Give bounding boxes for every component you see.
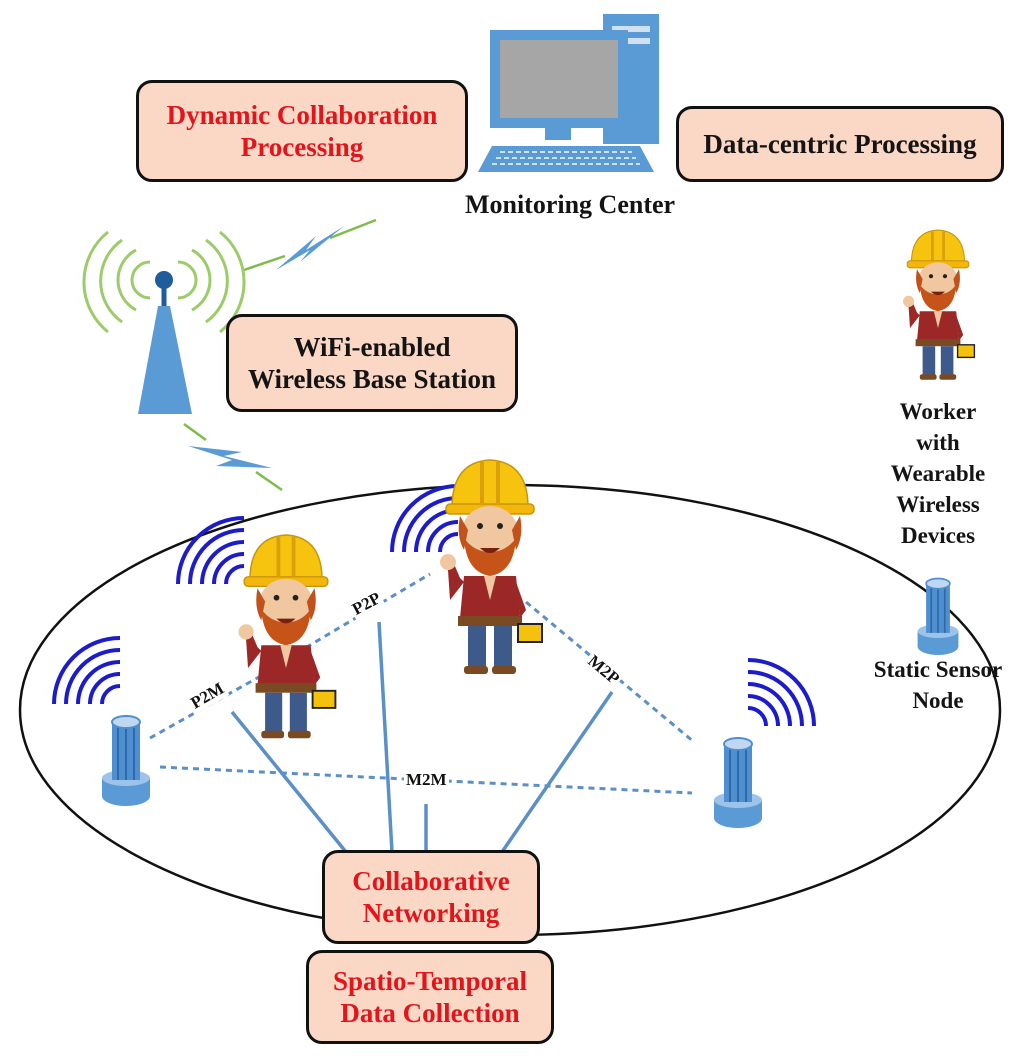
sensor-legend-line2: Node (912, 688, 964, 713)
spatio-temporal-line2: Data Collection (340, 998, 520, 1028)
base-station-line2: Wireless Base Station (247, 364, 496, 394)
dynamic-collaboration-line2: Processing (240, 132, 364, 162)
solid-links (230, 621, 614, 854)
lightning-bolt-icon (276, 226, 344, 270)
computer-icon (478, 14, 659, 172)
sensor-legend-label: Static Sensor Node (856, 654, 1020, 716)
collaborative-networking-box: Collaborative Networking (322, 850, 540, 944)
spatio-temporal-box: Spatio-Temporal Data Collection (306, 950, 554, 1044)
worker-legend-label: Worker with Wearable Wireless Devices (864, 396, 1012, 551)
base-station-line1: WiFi-enabled (293, 331, 451, 362)
wireless-link-bottom (183, 422, 283, 492)
spatio-temporal-line1: Spatio-Temporal (332, 965, 528, 996)
worker-legend-line3: Wearable (890, 461, 986, 486)
sensor-node-right (713, 658, 816, 829)
data-centric-label: Data-centric Processing (703, 128, 977, 159)
sensor-node-left (52, 636, 151, 807)
worker-legend-line4: Wireless (896, 492, 980, 517)
worker-legend-line1: Worker (899, 399, 977, 424)
wireless-link-top (243, 218, 377, 272)
worker-legend-line5: Devices (900, 523, 976, 548)
m2m-label: M2M (404, 770, 449, 790)
dynamic-collaboration-box: Dynamic Collaboration Processing (136, 80, 468, 182)
dynamic-collaboration-line1: Dynamic Collaboration (166, 99, 438, 130)
worker-right (390, 458, 544, 676)
antenna-tower-icon (82, 230, 246, 414)
sensor-legend-line1: Static Sensor (873, 657, 1003, 682)
monitoring-center-label: Monitoring Center (464, 190, 676, 219)
worker-icon (901, 228, 976, 382)
worker-legend-line2: with (916, 430, 960, 455)
collaborative-networking-line2: Networking (362, 898, 500, 928)
data-centric-box: Data-centric Processing (676, 106, 1004, 182)
base-station-box: WiFi-enabled Wireless Base Station (226, 314, 518, 412)
collaborative-networking-line1: Collaborative (352, 865, 510, 896)
